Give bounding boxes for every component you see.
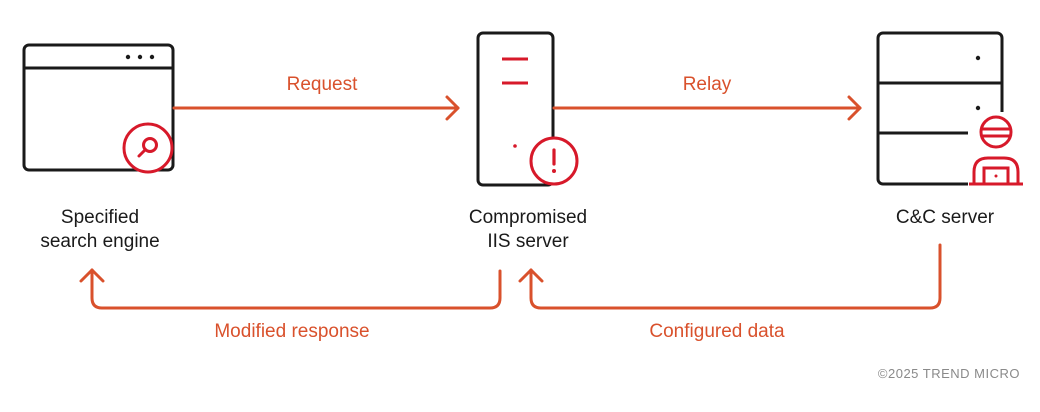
search-icon — [122, 122, 174, 174]
iis-server-label-line2: IIS server — [487, 231, 569, 252]
search-engine-label-line2: search engine — [40, 231, 160, 252]
cc-server-label-line1: C&C server — [895, 207, 995, 228]
relay-arrow — [552, 95, 862, 121]
configured-data-label: Configured data — [649, 321, 785, 342]
iis-server-label: Compromised IIS server — [428, 206, 628, 254]
alert-icon — [529, 136, 579, 186]
search-engine-label: Specified search engine — [0, 206, 200, 254]
configured-data-arrow — [518, 243, 942, 310]
search-engine-label-line1: Specified — [60, 207, 140, 228]
cc-server-label: C&C server — [845, 206, 1040, 230]
modified-response-label: Modified response — [214, 321, 370, 342]
copyright-text: ©2025 TREND MICRO — [877, 366, 1020, 381]
modified-response-arrow — [79, 268, 502, 310]
request-arrow — [172, 95, 460, 121]
iis-server-label-line1: Compromised — [468, 207, 588, 228]
request-label: Request — [286, 74, 358, 95]
hacker-icon — [968, 112, 1024, 188]
relay-label: Relay — [682, 74, 732, 95]
